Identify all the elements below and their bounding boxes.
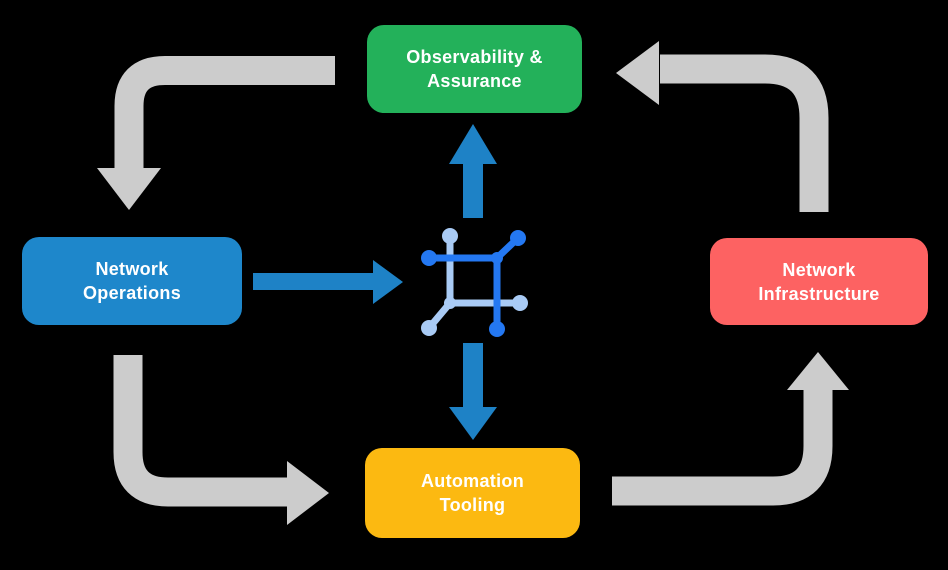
arrow-head-right-icon (287, 461, 329, 525)
arrow-operations-to-hub (253, 260, 403, 304)
hub-node-right (512, 295, 528, 311)
hub-node-bottom-left (421, 320, 437, 336)
node-network-infrastructure: Network Infrastructure (710, 238, 928, 325)
arrow-head-up-icon (787, 352, 849, 390)
node-network-operations: Network Operations (22, 237, 242, 325)
arrow-automation-to-infrastructure (612, 352, 849, 506)
hub-dark-corner (491, 252, 503, 264)
arrow-shaft (612, 390, 833, 506)
hub-node-top-right (510, 230, 526, 246)
node-observability-assurance: Observability & Assurance (367, 25, 582, 113)
cycle-arrows (97, 41, 849, 525)
arrow-operations-to-automation (113, 355, 329, 525)
hub-corner-node (491, 252, 503, 264)
arrow-head-right-icon (373, 260, 403, 304)
node-label: Network Infrastructure (758, 259, 880, 304)
arrow-head-left-icon (616, 41, 659, 105)
node-label: Automation Tooling (421, 471, 524, 515)
arrow-shaft (660, 54, 829, 212)
arrow-observability-to-operations (97, 56, 335, 210)
hub-light-corner (444, 297, 456, 309)
arrow-shaft (113, 355, 289, 507)
hub-node-top (442, 228, 458, 244)
arrow-infrastructure-to-observability (616, 41, 829, 212)
hub-node-left (421, 250, 437, 266)
hub-corner-node (444, 297, 456, 309)
arrow-hub-to-observability (449, 124, 497, 218)
arrow-head-up-icon (449, 124, 497, 164)
arrow-shaft (253, 273, 374, 290)
arrow-shaft (463, 163, 483, 218)
arrow-hub-to-automation (449, 343, 497, 440)
node-label: Observability & Assurance (406, 47, 543, 91)
arrow-head-down-icon (97, 168, 161, 210)
hub-dark-nodes (421, 230, 526, 337)
flow-arrows (253, 124, 497, 440)
arrow-shaft (114, 56, 335, 172)
arrow-head-down-icon (449, 407, 497, 440)
node-label: Network Operations (82, 259, 182, 303)
network-hub-icon (421, 228, 528, 337)
hub-node-bottom (489, 321, 505, 337)
node-automation-tooling: Automation Tooling (365, 448, 580, 538)
hub-light-nodes (421, 228, 528, 336)
arrow-shaft (463, 343, 483, 408)
